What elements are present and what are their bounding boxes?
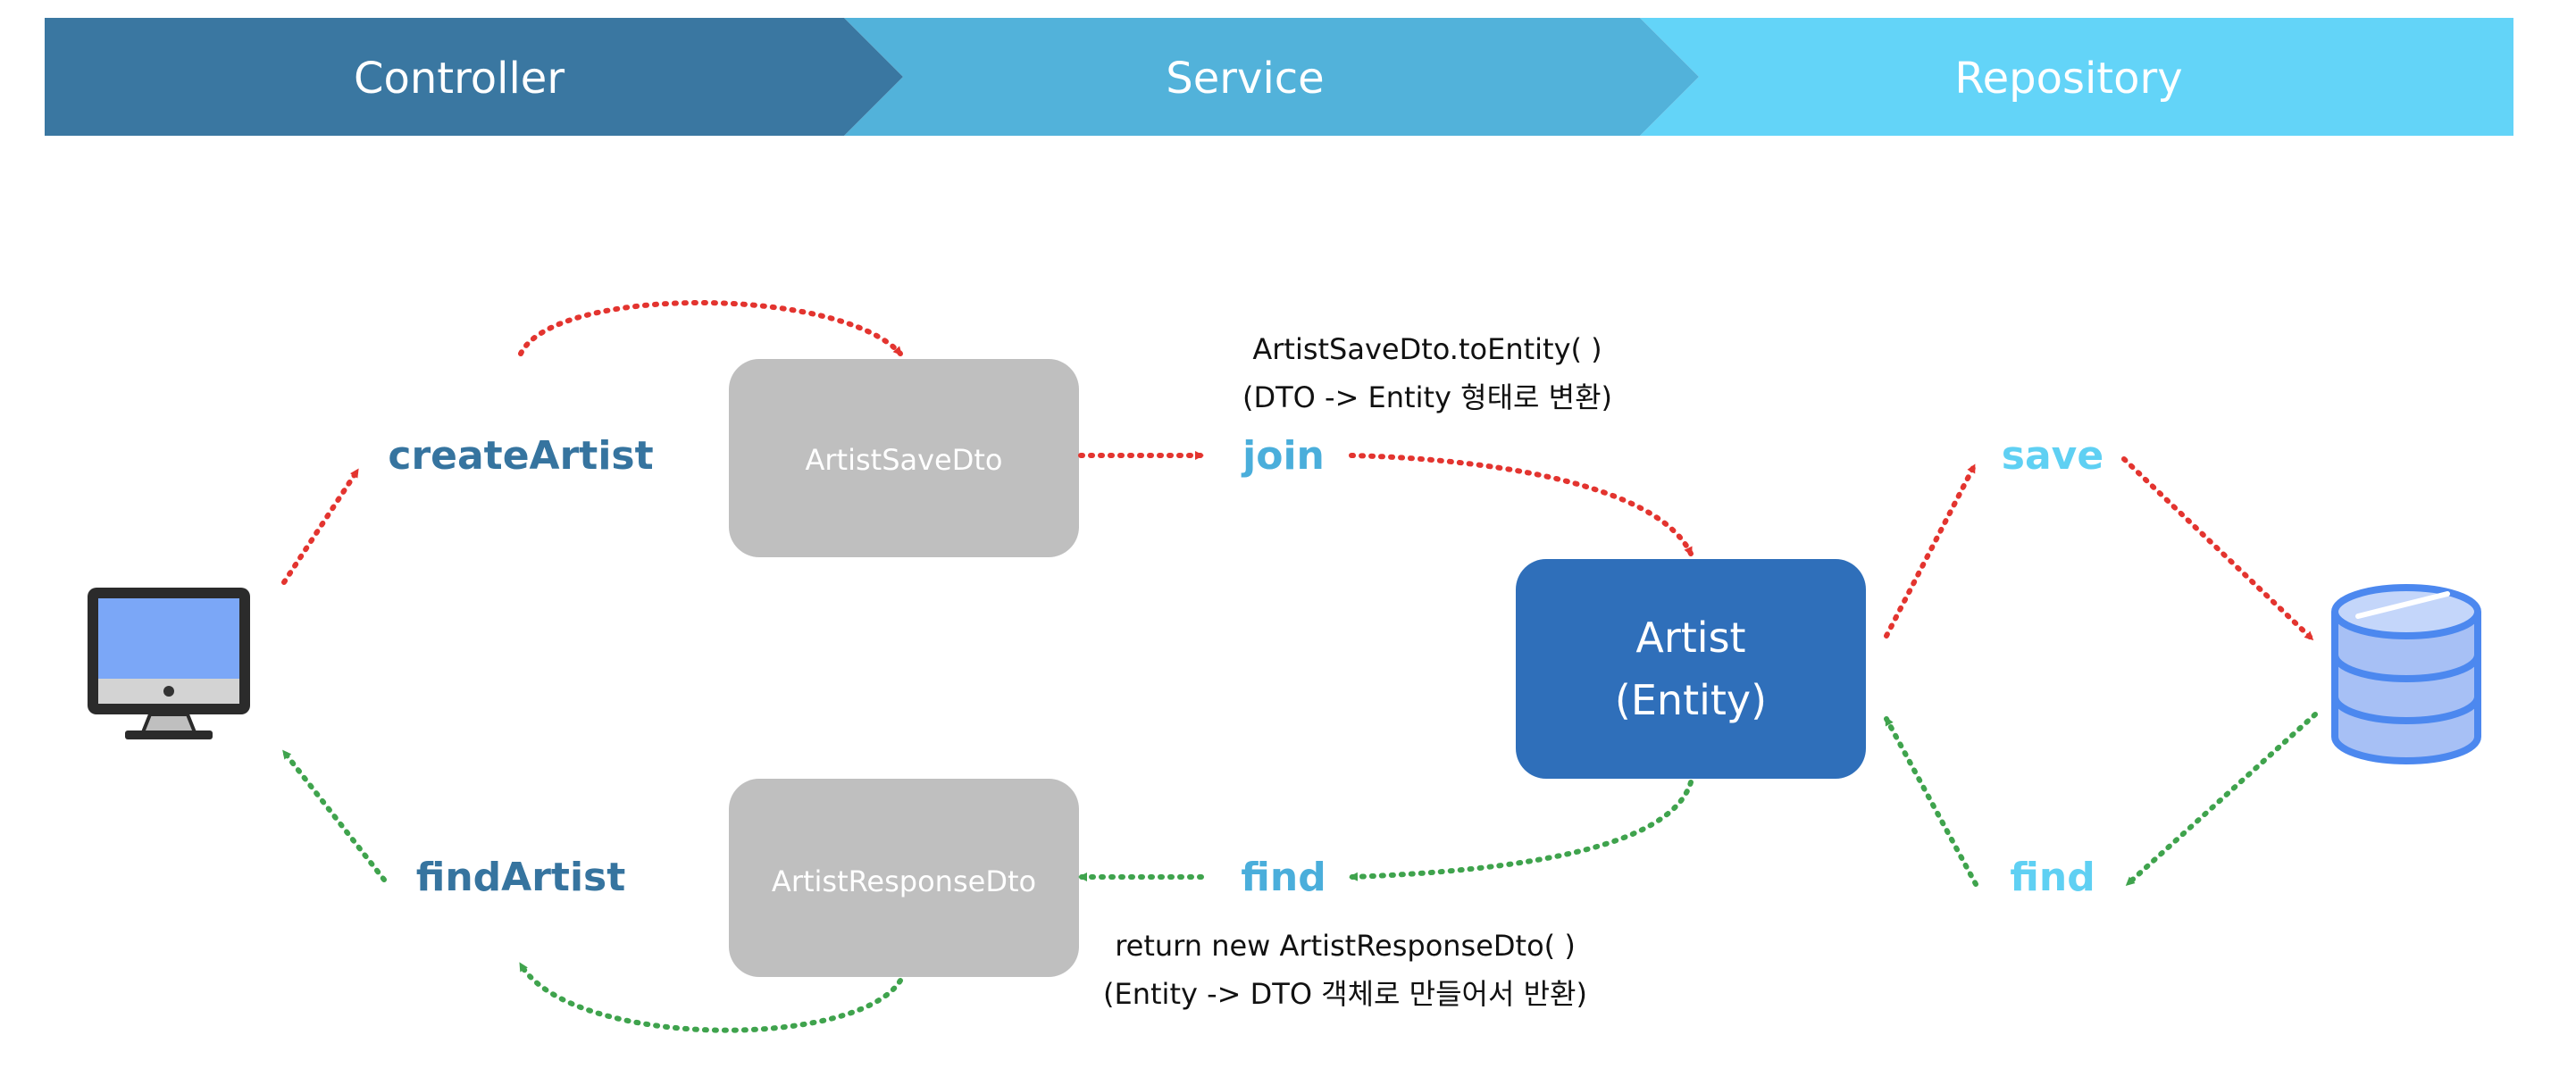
find-note-line2: (Entity -> DTO 객체로 만들어서 반환) (1103, 977, 1587, 1011)
find-note-line1: return new ArtistResponseDto( ) (1115, 929, 1576, 963)
save-note-line1: ArtistSaveDto.toEntity( ) (1252, 332, 1602, 366)
entity-label-type: (Entity) (1615, 676, 1767, 724)
service-find-label: find (1241, 855, 1326, 900)
arrow-find-to-entity (1884, 716, 1978, 887)
arrow-find-artist-to-client (281, 749, 387, 882)
save-note-line2: (DTO -> Entity 형태로 변환) (1242, 380, 1612, 414)
header-label-repository: Repository (1954, 54, 2182, 104)
header-label-controller: Controller (354, 54, 565, 104)
request-flow (281, 300, 2314, 641)
arrow-responsedto-to-find-artist (518, 962, 903, 1033)
artist-response-dto-box: ArtistResponseDto (729, 779, 1079, 977)
header-stage-service (844, 18, 1699, 136)
layer-header: Controller Service Repository (45, 18, 2513, 136)
find-artist-label: findArtist (416, 855, 626, 900)
artist-response-dto-label: ArtistResponseDto (772, 864, 1036, 898)
arrow-entity-to-save (1884, 463, 1977, 639)
entity-label-name: Artist (1635, 614, 1745, 662)
header-stage-repository (1640, 18, 2513, 136)
artist-save-dto-label: ArtistSaveDto (805, 443, 1002, 477)
computer-monitor-icon (88, 588, 250, 739)
create-artist-label: createArtist (388, 433, 653, 479)
arrow-create-to-savedto (518, 300, 903, 356)
response-flow (281, 712, 2318, 1033)
header-label-service: Service (1166, 54, 1324, 104)
artist-entity-box: Artist (Entity) (1516, 559, 1866, 779)
arrow-join-to-entity (1349, 453, 1694, 556)
repository-save-label: save (2002, 433, 2103, 479)
arrow-client-to-create (281, 468, 360, 585)
arrow-entity-to-service-find (1349, 780, 1694, 881)
arrow-db-to-find (2125, 712, 2318, 887)
database-icon (2331, 584, 2481, 764)
repository-find-label: find (2010, 855, 2095, 900)
artist-save-dto-box: ArtistSaveDto (729, 359, 1079, 557)
header-stage-controller (45, 18, 903, 136)
join-label: join (1241, 433, 1325, 479)
arrow-save-to-db (2121, 456, 2314, 641)
